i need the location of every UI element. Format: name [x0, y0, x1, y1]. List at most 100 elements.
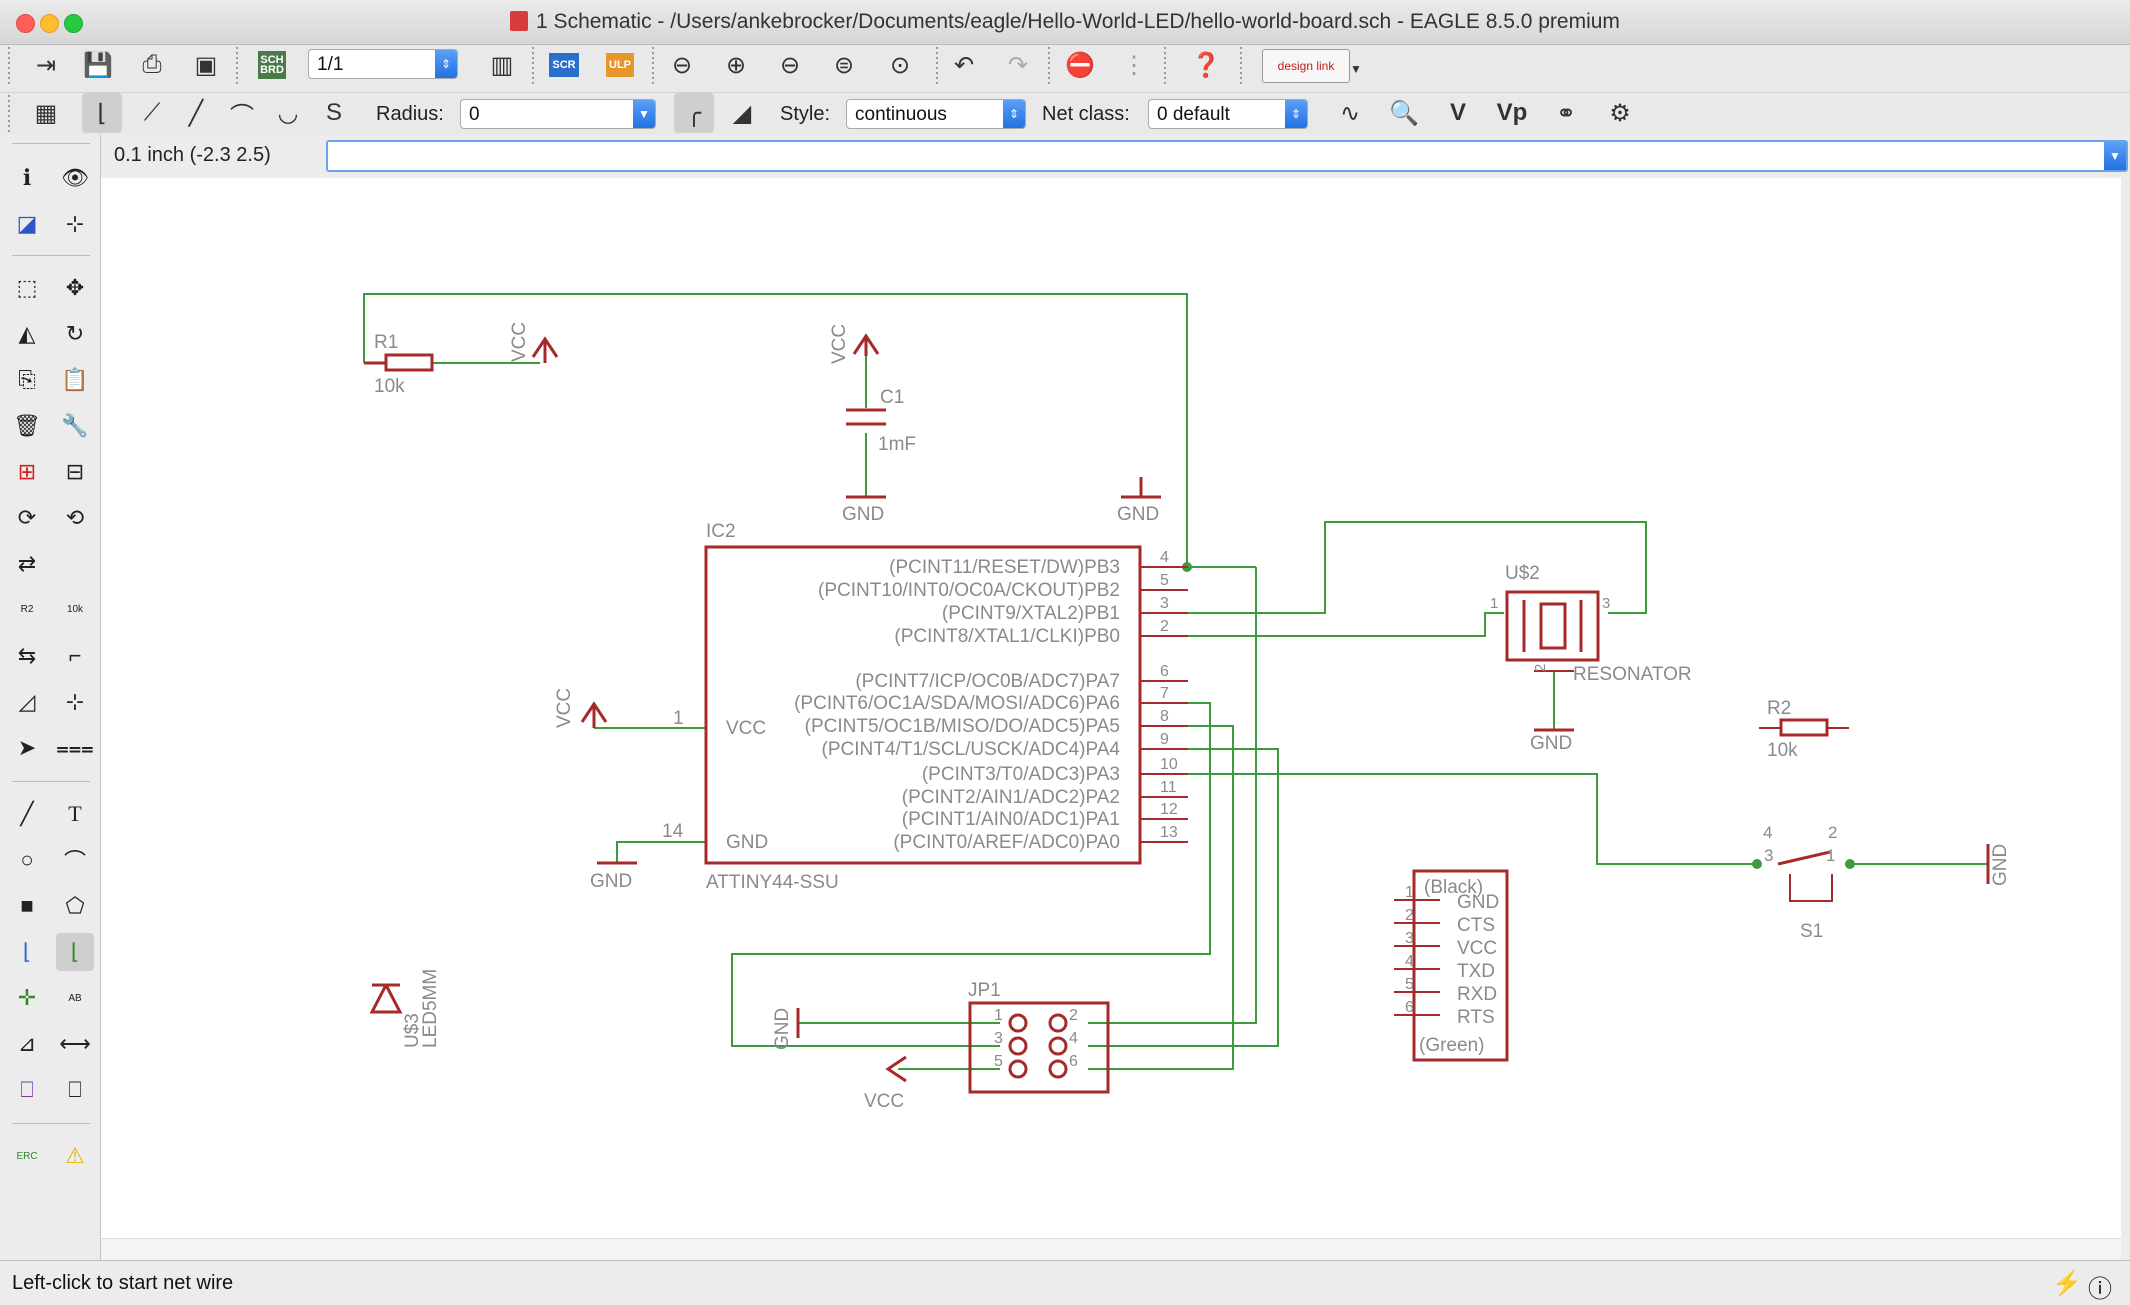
- attribute-tool-icon[interactable]: ⊿: [17, 1031, 37, 1056]
- net-sck[interactable]: [1088, 748, 1279, 1047]
- open-icon[interactable]: ⇥: [35, 51, 57, 79]
- lightning-icon[interactable]: ⚡: [2052, 1270, 2082, 1297]
- go-icon[interactable]: ⋮: [1122, 51, 1146, 79]
- jp1-body[interactable]: [968, 1001, 1110, 1094]
- radius-input[interactable]: 0▼: [460, 99, 656, 129]
- help-icon[interactable]: ❓: [1191, 51, 1221, 79]
- mark-icon[interactable]: ⊹: [65, 211, 85, 236]
- line-tool-icon[interactable]: ╱: [20, 801, 34, 826]
- close-window-button[interactable]: [16, 14, 35, 33]
- zoom-redraw-icon[interactable]: ⊜: [833, 51, 855, 79]
- net-link-icon[interactable]: ⚭: [1555, 99, 1577, 127]
- net-mosi[interactable]: [731, 702, 1211, 1047]
- net-xtal2[interactable]: [1188, 521, 1647, 614]
- net-isp-reset[interactable]: [1088, 567, 1257, 1024]
- paste-icon[interactable]: 📋: [61, 367, 89, 392]
- net-reset[interactable]: [363, 293, 1188, 567]
- module-tool-icon[interactable]: ⎕: [68, 1077, 82, 1102]
- delete-icon[interactable]: 🗑: [13, 413, 41, 438]
- cam-processor-icon[interactable]: ▣: [194, 51, 218, 79]
- bus-tool-icon[interactable]: ⌊: [22, 939, 32, 964]
- zoom-select-icon[interactable]: ⊙: [889, 51, 911, 79]
- minimize-window-button[interactable]: [40, 14, 59, 33]
- wire-bend-arc-reverse-icon[interactable]: ◡: [277, 99, 299, 127]
- schematic-drawing[interactable]: R1 10k VCC VCC C1 1mF GND GND IC2 ATTINY…: [101, 178, 2121, 1238]
- vp-icon[interactable]: Vp: [1496, 99, 1528, 126]
- mirror-icon[interactable]: ◭: [18, 321, 36, 346]
- frame-tool-icon[interactable]: ⎕: [20, 1077, 34, 1102]
- show-eye-icon[interactable]: 👁: [61, 165, 89, 190]
- net-miso[interactable]: [1088, 725, 1234, 1070]
- gate-swap-icon[interactable]: ⟲: [65, 505, 85, 530]
- ulp-icon[interactable]: ULP: [600, 45, 640, 85]
- replace-icon[interactable]: ⊟: [65, 459, 85, 484]
- miter-straight-icon[interactable]: ◢: [732, 99, 752, 127]
- layer-display-icon[interactable]: ◪: [16, 211, 38, 236]
- move-icon[interactable]: ✥: [65, 275, 85, 300]
- zoom-fit-icon[interactable]: ⊖: [671, 51, 693, 79]
- grid-icon[interactable]: ▦: [34, 99, 58, 127]
- save-icon[interactable]: 💾: [83, 51, 113, 79]
- invoke-icon[interactable]: ⟳: [17, 505, 37, 530]
- net-search-icon[interactable]: 🔍: [1389, 99, 1419, 127]
- style-select[interactable]: continuous⇕: [846, 99, 1026, 129]
- rotate-icon[interactable]: ↻: [65, 321, 85, 346]
- junction-tool-icon[interactable]: ✛: [17, 985, 37, 1010]
- stop-icon[interactable]: ⛔: [1065, 51, 1095, 79]
- net-pa3[interactable]: [1188, 773, 1757, 865]
- net-ic-gnd[interactable]: [616, 841, 706, 863]
- v-icon[interactable]: V: [1449, 99, 1466, 126]
- ftdi-header-body[interactable]: [1412, 869, 1509, 1062]
- netclass-select[interactable]: 0 default⇕: [1148, 99, 1308, 129]
- change-wrench-icon[interactable]: 🔧: [61, 413, 89, 438]
- value-tool-icon[interactable]: 10k: [66, 604, 84, 615]
- info-status-icon[interactable]: ⓘ: [2088, 1276, 2112, 1303]
- redo-icon[interactable]: ↷: [1007, 51, 1029, 79]
- r1-body[interactable]: [384, 353, 434, 372]
- name-tool-icon[interactable]: R2: [20, 604, 34, 615]
- undo-icon[interactable]: ↶: [953, 51, 975, 79]
- script-icon[interactable]: SCR: [544, 45, 584, 85]
- design-link-button[interactable]: design link: [1262, 49, 1350, 83]
- gear-icon[interactable]: ⚙: [1609, 99, 1631, 127]
- pin-swap-icon[interactable]: ⇄: [17, 551, 37, 576]
- add-part-icon[interactable]: ⊞: [17, 459, 37, 484]
- r2-body[interactable]: [1779, 718, 1829, 737]
- miter-round-icon[interactable]: ╭: [674, 93, 714, 133]
- net-tool-icon[interactable]: ⌊: [56, 933, 94, 971]
- ic2-body[interactable]: [704, 545, 1142, 865]
- sheet-select[interactable]: 1/1⇕: [308, 49, 458, 79]
- zoom-out-icon[interactable]: ⊖: [779, 51, 801, 79]
- warning-icon[interactable]: ⚠: [65, 1143, 85, 1168]
- command-input[interactable]: ▼: [326, 140, 2128, 172]
- zoom-in-icon[interactable]: ⊕: [725, 51, 747, 79]
- label-tool-icon[interactable]: AB: [68, 992, 82, 1004]
- arc-tool-icon[interactable]: ⌒: [63, 849, 86, 874]
- print-icon[interactable]: ⎙: [142, 51, 162, 78]
- wire-bend-free-icon[interactable]: S: [325, 99, 342, 126]
- sch-brd-switch-icon[interactable]: SCH BRD: [258, 51, 286, 79]
- dimension-tool-icon[interactable]: ⟷: [59, 1031, 91, 1056]
- miter-icon[interactable]: ⌐: [68, 643, 82, 668]
- smash-icon[interactable]: ⇆: [17, 643, 37, 668]
- group-select-icon[interactable]: ⬚: [16, 275, 38, 300]
- polygon-tool-icon[interactable]: ⬠: [65, 893, 85, 918]
- circle-tool-icon[interactable]: ○: [20, 847, 34, 872]
- split-icon[interactable]: ◿: [18, 689, 36, 714]
- zoom-window-button[interactable]: [64, 14, 83, 33]
- net-wave-icon[interactable]: ∿: [1339, 99, 1361, 127]
- library-icon[interactable]: ▥: [490, 51, 514, 79]
- net-xtal1[interactable]: [1188, 612, 1504, 637]
- info-icon[interactable]: ℹ: [22, 165, 32, 190]
- add-signal-icon[interactable]: ➤: [17, 735, 37, 760]
- wire-bend-45-icon[interactable]: ⟋: [143, 99, 161, 126]
- wire-bend-right-angle-icon[interactable]: ⌊: [82, 93, 122, 133]
- horizontal-scrollbar[interactable]: [101, 1238, 2121, 1261]
- optimize-icon[interactable]: ⊹: [65, 689, 85, 714]
- text-tool-icon[interactable]: T: [68, 801, 82, 826]
- net-break-icon[interactable]: ⩶: [56, 735, 94, 760]
- wire-bend-arc-icon[interactable]: ⌒: [230, 102, 254, 130]
- wire-bend-straight-icon[interactable]: ╱: [188, 99, 204, 127]
- copy-icon[interactable]: ⎘: [18, 367, 36, 392]
- rectangle-tool-icon[interactable]: ■: [20, 893, 34, 918]
